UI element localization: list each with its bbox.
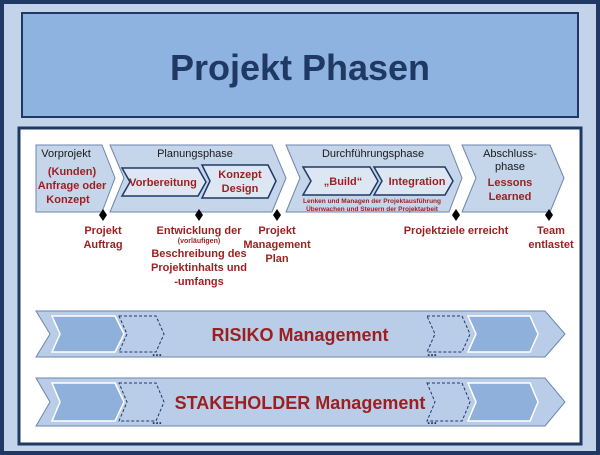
risiko-chevron-1 xyxy=(50,315,125,353)
milestone-entwicklung-label: Entwicklung der (vorläufigen) Beschreibu… xyxy=(151,225,247,288)
sub-vorbereitung-chevron xyxy=(120,167,207,197)
sub-vorbereitung-label: Vorbereitung xyxy=(129,177,197,189)
milestone-entwicklung-line2: Beschreibung des xyxy=(151,248,246,260)
milestone-ziele-line1: Projektziele erreicht xyxy=(404,225,509,237)
phase-abschluss-heading2: phase xyxy=(495,161,525,173)
milestone-entwicklung-line1: Entwicklung der xyxy=(157,225,243,237)
title-box xyxy=(21,12,579,118)
stakeholder-chevron-3 xyxy=(426,382,471,422)
milestone-team-line1: Team xyxy=(537,225,565,237)
milestone-entwicklung-line3: Projektinhalts und xyxy=(151,262,247,274)
sub-konzept-line1: Konzept xyxy=(218,169,262,181)
risiko-label: RISIKO Management xyxy=(211,325,388,345)
phase-abschluss-line2: Learned xyxy=(489,191,532,203)
band-risiko: ... ... RISIKO Management xyxy=(35,310,566,359)
milestone-plan-line3: Plan xyxy=(265,253,289,265)
milestone-team-label: Team entlastet xyxy=(528,225,574,251)
milestone-team-diamond xyxy=(545,209,553,221)
sub-build-chevron xyxy=(301,166,379,196)
phase-vorprojekt-line1: (Kunden) xyxy=(48,166,97,178)
milestone-auftrag-line2: Auftrag xyxy=(83,239,122,251)
band-stakeholder: ... ... STAKEHOLDER Management xyxy=(35,377,566,427)
phase-vorprojekt-line2: Anfrage oder xyxy=(38,180,107,192)
risiko-dots-left: ... xyxy=(152,345,162,359)
stakeholder-dots-right: ... xyxy=(427,413,437,427)
stakeholder-chevron-4 xyxy=(466,382,539,422)
phase-durchfuehrung: Durchführungsphase „Build“ Integration L… xyxy=(285,144,463,213)
phase-durchfuehrung-heading: Durchführungsphase xyxy=(322,148,424,160)
durchfuehrung-note1: Lenken und Managen der Projektausführung xyxy=(303,198,441,205)
milestone-ziele-label: Projektziele erreicht xyxy=(404,225,509,237)
stakeholder-chevron-2 xyxy=(118,382,165,422)
risiko-chevron-2 xyxy=(118,315,165,353)
phase-abschluss-line1: Lessons xyxy=(488,177,533,189)
sub-integration-label: Integration xyxy=(389,176,446,188)
durchfuehrung-note2: Überwachen und Steuern der Projektarbeit xyxy=(306,204,439,213)
milestone-entwicklung-line4: -umfangs xyxy=(174,276,224,288)
risiko-dots-right: ... xyxy=(427,345,437,359)
sub-integration-chevron xyxy=(372,166,454,196)
phase-abschluss: Abschluss- phase Lessons Learned xyxy=(461,144,565,213)
milestone-team-line2: entlastet xyxy=(528,239,574,251)
risiko-chevron-3 xyxy=(426,315,471,353)
milestone-auftrag-diamond xyxy=(99,209,107,221)
phase-vorprojekt-heading: Vorprojekt xyxy=(41,148,91,160)
milestone-ziele-diamond xyxy=(452,209,460,221)
milestone-plan-line2: Management xyxy=(243,239,311,251)
phase-vorprojekt: Vorprojekt (Kunden) Anfrage oder Konzept xyxy=(35,144,116,213)
stakeholder-chevron-1 xyxy=(50,382,125,422)
milestone-plan-line1: Projekt xyxy=(258,225,296,237)
sub-build-label: „Build“ xyxy=(324,176,363,188)
milestone-entwicklung-diamond xyxy=(195,209,203,221)
milestone-auftrag-label: Projekt Auftrag xyxy=(83,225,122,251)
phase-planung-heading: Planungsphase xyxy=(157,148,233,160)
page-title: Projekt Phasen xyxy=(170,47,430,88)
milestone-auftrag-line1: Projekt xyxy=(84,225,122,237)
stakeholder-dots-left: ... xyxy=(152,413,162,427)
milestone-plan-label: Projekt Management Plan xyxy=(243,225,311,265)
sub-konzept-chevron xyxy=(200,164,277,199)
stakeholder-label: STAKEHOLDER Management xyxy=(175,393,426,413)
phase-vorprojekt-line3: Konzept xyxy=(46,194,90,206)
phase-abschluss-heading1: Abschluss- xyxy=(483,148,537,160)
milestone-plan-diamond xyxy=(273,209,281,221)
risiko-chevron-4 xyxy=(466,315,539,353)
sub-konzept-line2: Design xyxy=(222,183,259,195)
milestone-entwicklung-small: (vorläufigen) xyxy=(178,238,220,245)
phase-planung: Planungsphase Vorbereitung Konzept Desig… xyxy=(109,144,287,213)
